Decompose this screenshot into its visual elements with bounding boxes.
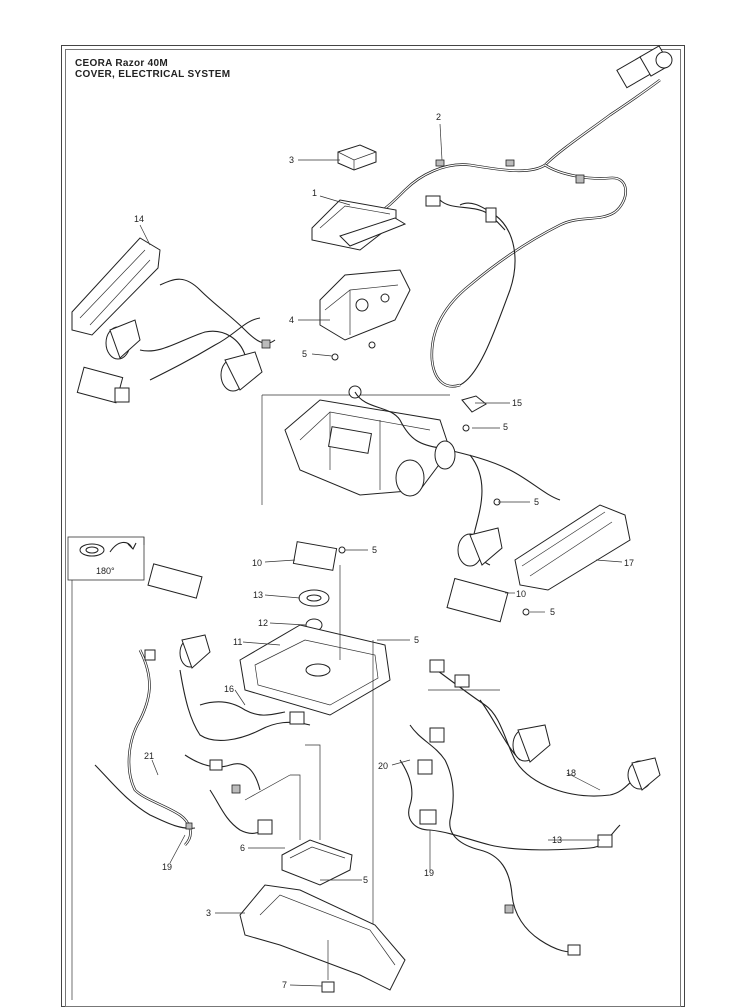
callout-2: 2	[436, 112, 441, 122]
main-harness	[374, 45, 673, 388]
callout-3-lower: 3	[206, 908, 211, 918]
part-6-board-and-base	[239, 839, 406, 993]
callout-7: 7	[282, 980, 287, 990]
callout-5-board: 5	[363, 875, 368, 885]
callout-15: 15	[512, 398, 522, 408]
callout-21: 21	[144, 751, 154, 761]
leader-lines	[139, 123, 623, 987]
part-4-housing	[319, 269, 411, 361]
left-wiring	[76, 278, 276, 404]
center-lower-stack	[147, 541, 391, 930]
callout-3: 3	[289, 155, 294, 165]
callout-19-left: 19	[162, 862, 172, 872]
part-14-panel	[71, 237, 161, 360]
callouts: 1 2 3 4 5 6 7 3 5 5 5 5 5 5 5 10 10 11 1…	[96, 112, 634, 990]
callout-5-right-mid: 5	[534, 497, 539, 507]
callout-5: 5	[302, 349, 307, 359]
part-10-module-right	[446, 577, 530, 623]
diagram-subtitle: COVER, ELECTRICAL SYSTEM	[75, 69, 231, 80]
part-1-bracket	[311, 199, 407, 251]
callout-4: 4	[289, 315, 294, 325]
callout-6: 6	[240, 843, 245, 853]
part-3-control-box	[337, 144, 377, 171]
right-speaker-and-panel	[457, 454, 631, 591]
callout-20: 20	[378, 761, 388, 771]
lower-left-harness	[94, 634, 321, 846]
inset-rotation-label: 180°	[96, 566, 115, 576]
callout-13-center: 13	[253, 590, 263, 600]
callout-5-right-top: 5	[503, 422, 508, 432]
lower-right-harness	[399, 659, 661, 956]
callout-10-center: 10	[252, 558, 262, 568]
drawing-frame-inner	[65, 49, 681, 1007]
callout-16: 16	[224, 684, 234, 694]
callout-18: 18	[566, 768, 576, 778]
callout-5-right-low: 5	[550, 607, 555, 617]
callout-10-right: 10	[516, 589, 526, 599]
callout-5-center: 5	[372, 545, 377, 555]
center-chassis	[261, 385, 561, 505]
callout-17: 17	[624, 558, 634, 568]
diagram-title: CEORA Razor 40M	[75, 58, 169, 69]
callout-19-right: 19	[424, 868, 434, 878]
callout-12: 12	[258, 618, 268, 628]
callout-14: 14	[134, 214, 144, 224]
callout-1: 1	[312, 188, 317, 198]
callout-5-mid-right: 5	[414, 635, 419, 645]
rotation-inset	[67, 536, 145, 1000]
part-15-clip	[461, 395, 487, 432]
callout-13-right: 13	[552, 835, 562, 845]
callout-11: 11	[233, 637, 242, 647]
